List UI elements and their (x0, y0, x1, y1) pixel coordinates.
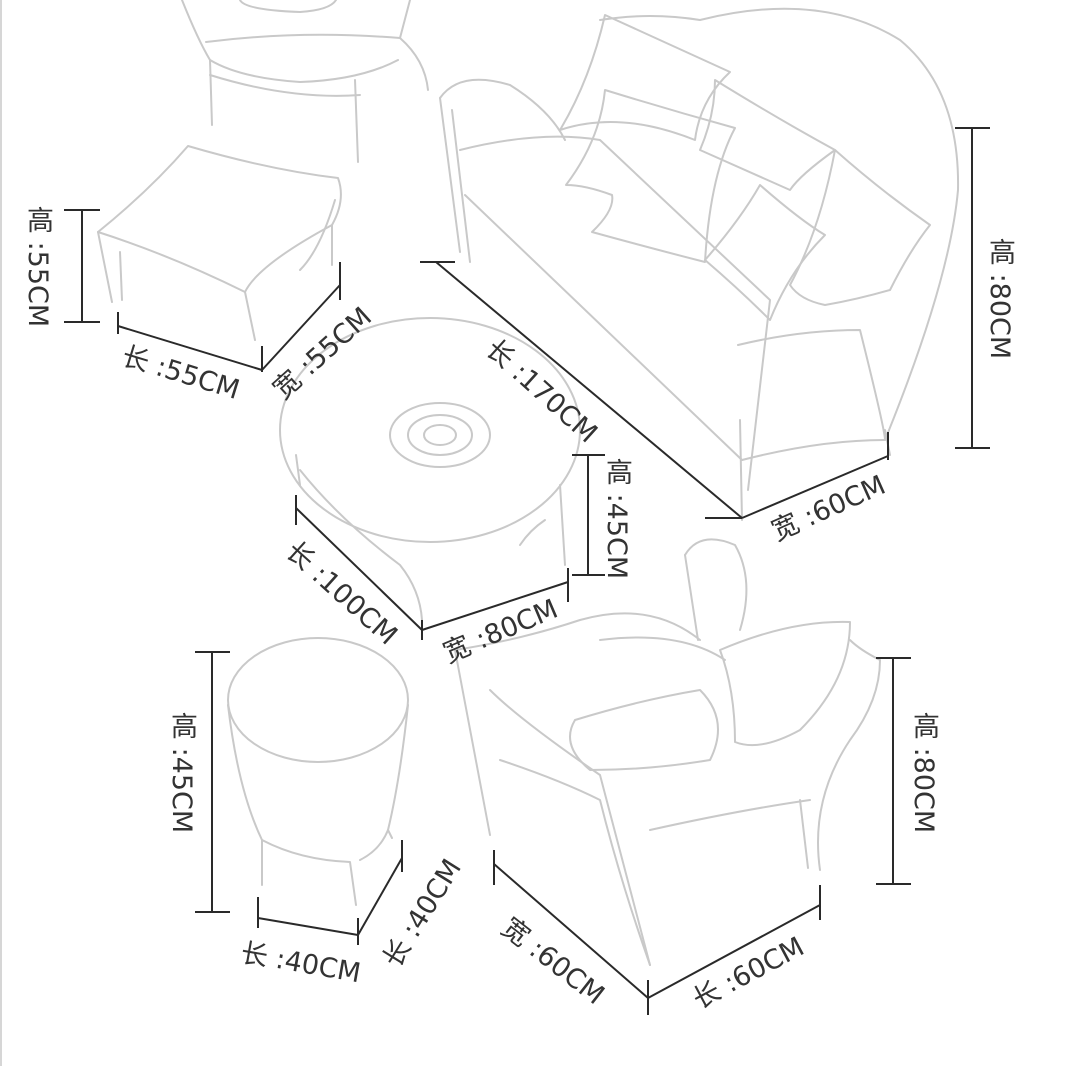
side-table-height-label: 高 :45CM (166, 712, 197, 834)
side-table-width-line (357, 840, 403, 936)
armchair-length-line (647, 885, 821, 999)
side-table-length-line (257, 897, 359, 945)
armchair-top-sketch (181, 0, 429, 163)
armchair-height-line (876, 657, 911, 885)
ottoman-height-label: 高 :55CM (22, 206, 53, 328)
armchair-height-label: 高 :80CM (908, 712, 939, 834)
sofa-sketch (439, 7, 960, 521)
coffee-table-height-label: 高 :45CM (601, 458, 632, 580)
coffee-table-sketch (279, 317, 581, 621)
ottoman-sketch (97, 145, 342, 341)
ottoman-length-line (117, 312, 263, 372)
ottoman-height-line (64, 209, 100, 323)
dimension-lines (64, 127, 990, 1015)
side-table-height-line (195, 651, 230, 913)
coffee-table-height-line (572, 454, 605, 576)
ottoman-width-line (261, 262, 341, 371)
sofa-height-line (955, 127, 990, 449)
side-table-sketch (227, 637, 409, 906)
coffee-table-width-line (421, 568, 569, 631)
armchair-sketch (454, 538, 881, 966)
sofa-length-line (420, 261, 743, 519)
sofa-height-label: 高 :80CM (984, 238, 1015, 360)
sofa-width-line (741, 432, 889, 519)
